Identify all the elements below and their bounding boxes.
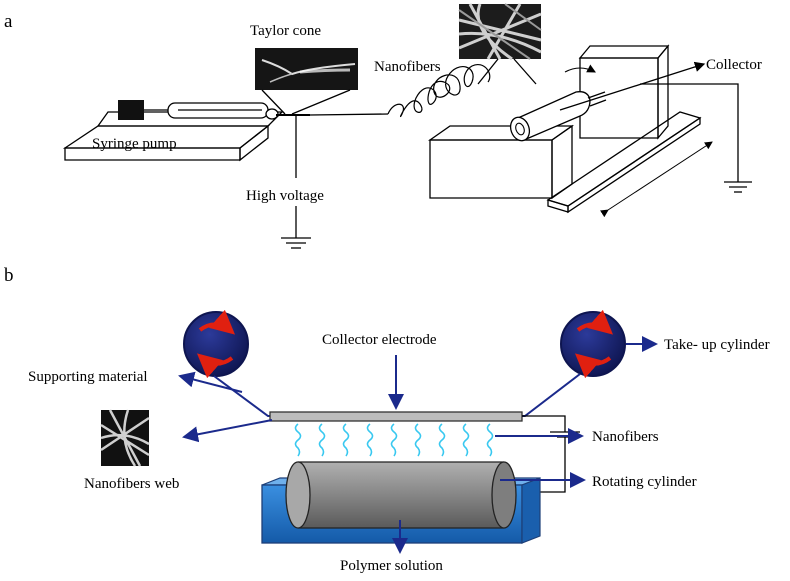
nanofiber-jets bbox=[294, 423, 494, 457]
panel-b-letter: b bbox=[4, 265, 14, 286]
taylor-cone-label: Taylor cone bbox=[250, 23, 321, 39]
collector-electrode bbox=[269, 411, 523, 422]
rotating-cylinder-label: Rotating cylinder bbox=[592, 474, 697, 490]
take-up-cylinder bbox=[560, 309, 626, 379]
collector-label: Collector bbox=[706, 57, 762, 73]
collector-apparatus bbox=[427, 44, 752, 218]
syringe-pump bbox=[62, 100, 310, 162]
nanofibers-web-label: Nanofibers web bbox=[84, 476, 179, 492]
high-voltage-label: High voltage bbox=[246, 188, 324, 204]
nanofibers-label-b: Nanofibers bbox=[592, 429, 659, 445]
polymer-solution-label: Polymer solution bbox=[340, 558, 443, 574]
taylor-cone-inset bbox=[255, 48, 358, 115]
supporting-material-label: Supporting material bbox=[28, 369, 148, 385]
nanofiber-sem-inset bbox=[458, 3, 542, 85]
nanofibers-web-image bbox=[100, 409, 150, 467]
collector-electrode-label: Collector electrode bbox=[322, 332, 437, 348]
supporting-material-arrow bbox=[178, 371, 243, 393]
high-voltage-source bbox=[281, 116, 311, 249]
supporting-material-roller bbox=[183, 309, 249, 379]
take-up-cylinder-label: Take- up cylinder bbox=[664, 337, 770, 353]
nanofibers-label-a: Nanofibers bbox=[374, 59, 441, 75]
collector-pointer bbox=[559, 61, 706, 111]
rotating-cylinder bbox=[285, 461, 517, 529]
nanofiber-jet bbox=[309, 64, 491, 117]
syringe-pump-label: Syringe pump bbox=[92, 136, 177, 152]
pump-motor bbox=[118, 100, 144, 120]
nanofibers-web-arrow bbox=[182, 419, 273, 443]
panel-a-letter: a bbox=[4, 11, 13, 32]
